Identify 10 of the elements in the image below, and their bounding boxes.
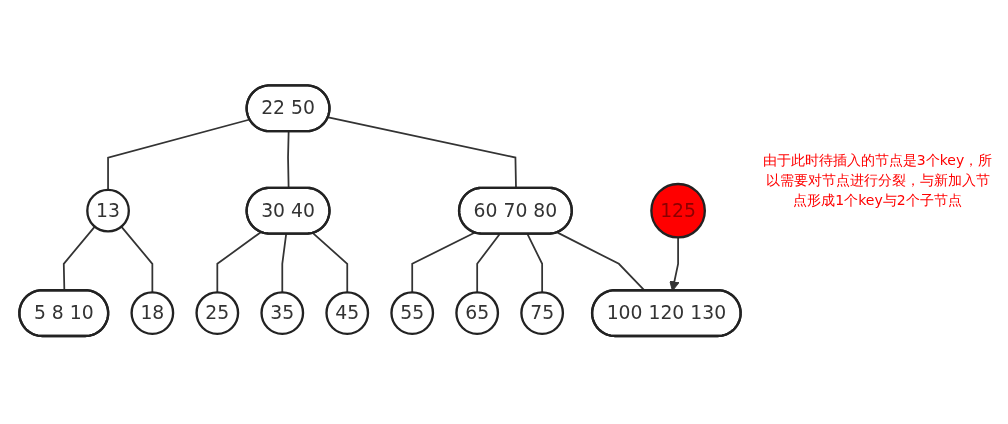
node-circle: 18 [130, 291, 175, 336]
note-text: 由于此时待插入的节点是3个key，所以需要对节点进行分裂，与新加入节点形成1个key与2个子节点 [761, 151, 994, 210]
node-circle: 75 [520, 291, 565, 336]
node-circle: 35 [260, 291, 305, 336]
node-circle: 13 [86, 189, 130, 233]
node-circle: 55 [390, 291, 435, 336]
node-circle: 125 [650, 183, 706, 239]
node-circle: 65 [455, 291, 500, 336]
node-circle: 25 [195, 291, 240, 336]
node-circle: 45 [325, 291, 370, 336]
